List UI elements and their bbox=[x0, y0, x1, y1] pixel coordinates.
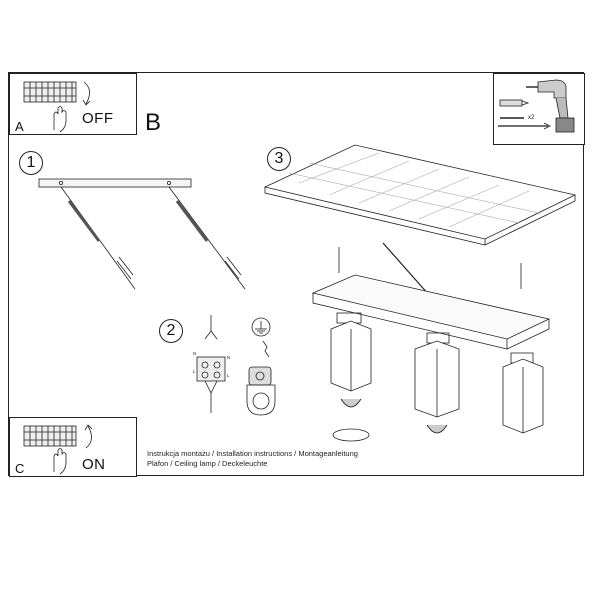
instructions-caption: Instrukcja montażu / Installation instru… bbox=[147, 449, 358, 458]
fuse-box-switch-icon bbox=[23, 424, 93, 475]
step-2-badge: 2 bbox=[159, 319, 183, 343]
tools-count-label: x2 bbox=[528, 115, 535, 121]
fuse-box-switch-icon bbox=[23, 81, 91, 133]
wire-terminal-ground-icon: N L N L bbox=[193, 315, 276, 416]
drill-and-wall-plug-icon: x2 bbox=[498, 79, 575, 133]
step-1-badge: 1 bbox=[19, 151, 43, 175]
panel-letter-a: A bbox=[15, 119, 24, 134]
panel-power-off: A OFF bbox=[9, 73, 137, 135]
off-label: OFF bbox=[82, 110, 114, 127]
panel-power-on: C ON bbox=[9, 417, 137, 477]
instruction-sheet: A OFF B x2 1 bbox=[8, 72, 585, 477]
terminal-label: L bbox=[193, 369, 196, 374]
section-letter-b: B bbox=[145, 109, 162, 136]
terminal-label: L bbox=[227, 373, 230, 378]
panel-tools: x2 bbox=[493, 73, 585, 145]
on-label: ON bbox=[82, 456, 106, 473]
panel-letter-c: C bbox=[15, 461, 25, 476]
terminal-label: N bbox=[227, 355, 230, 360]
terminal-label: N bbox=[193, 351, 196, 356]
product-caption: Plafon / Ceiling lamp / Deckeleuchte bbox=[147, 459, 268, 468]
ceiling-bar-mounting-icon bbox=[38, 178, 246, 290]
step-3-badge: 3 bbox=[267, 147, 291, 171]
ceiling-lamp-assembly-icon bbox=[263, 144, 577, 442]
